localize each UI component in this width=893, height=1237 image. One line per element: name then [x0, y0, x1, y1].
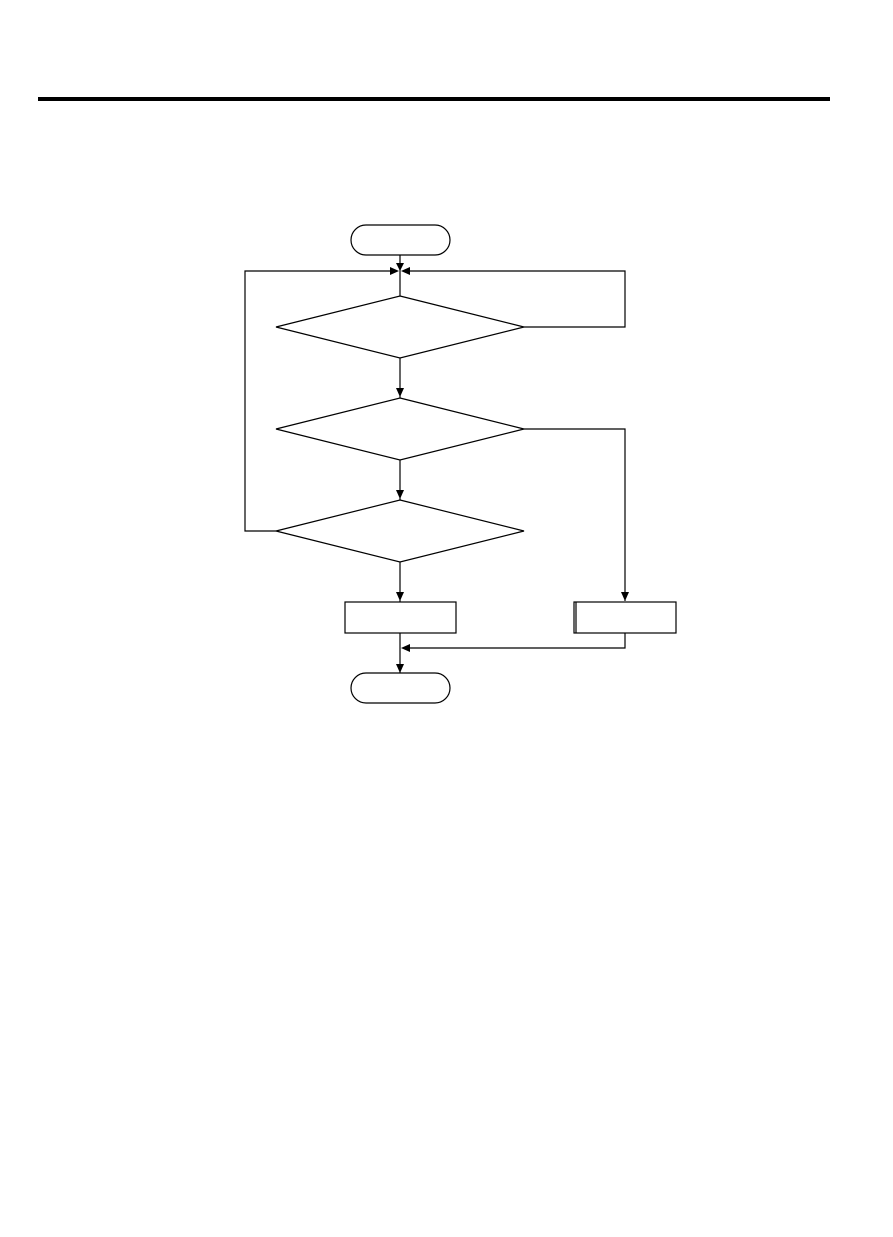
arrowhead-loop-right — [401, 267, 410, 275]
process-1 — [344, 601, 457, 634]
decision-1 — [275, 295, 525, 359]
arrowhead-decision-2 — [396, 388, 404, 397]
arrowhead-decision-3 — [396, 490, 404, 499]
decision-3 — [275, 499, 525, 563]
arrowhead-process-1 — [396, 592, 404, 601]
arrowhead-loop-left — [390, 267, 399, 275]
connector-decision-2-to-process-2 — [524, 428, 626, 601]
connector-decision-3-loop-left — [244, 270, 396, 532]
connector-decision-1-loop-right — [404, 270, 626, 328]
start-terminator — [350, 224, 451, 256]
arrowhead-end — [396, 664, 404, 673]
decision-2 — [275, 397, 525, 461]
header-rule — [38, 97, 830, 101]
connector-process-2-to-end — [404, 633, 626, 649]
process-2 — [573, 601, 677, 634]
arrowhead-start-down — [396, 263, 404, 271]
end-terminator — [350, 672, 451, 704]
arrowhead-join — [401, 644, 410, 652]
arrowhead-process-2 — [621, 592, 629, 601]
